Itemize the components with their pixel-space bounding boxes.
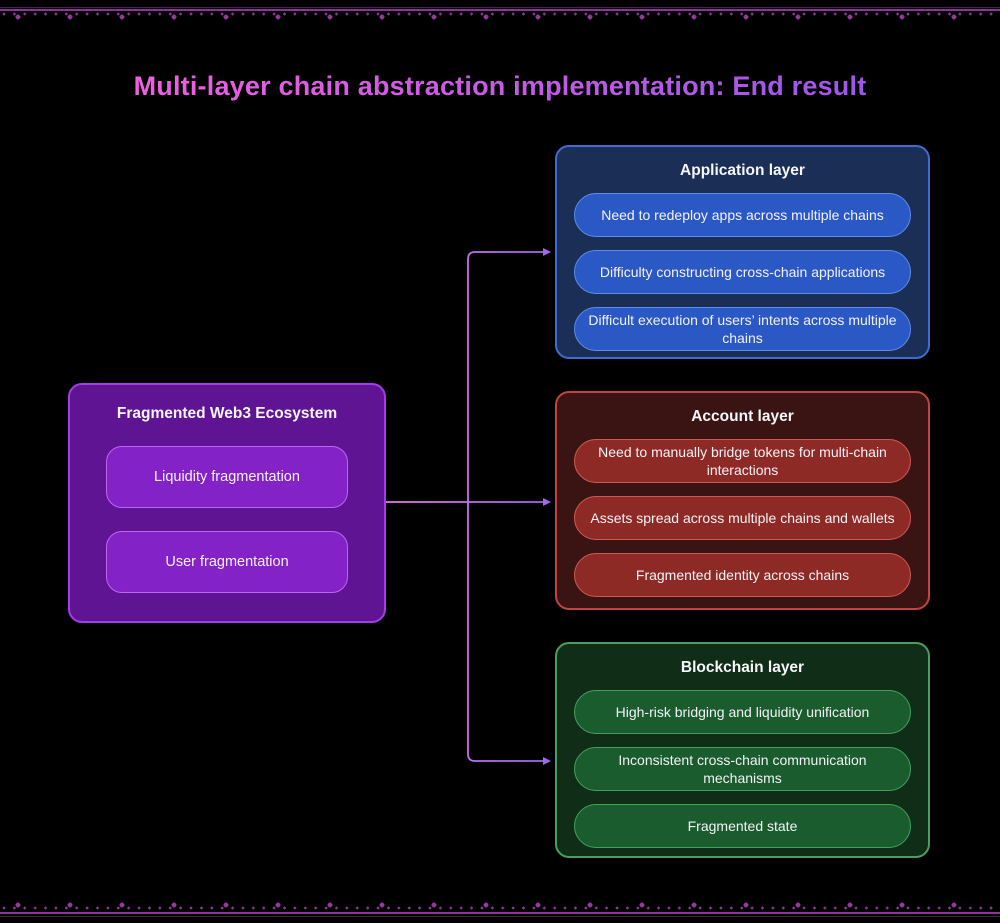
source-item-user-fragmentation: User fragmentation — [106, 531, 348, 593]
account-layer-item: Need to manually bridge tokens for multi… — [574, 439, 911, 483]
blockchain-layer-item: High-risk bridging and liquidity unifica… — [574, 690, 911, 734]
blockchain-layer-title: Blockchain layer — [680, 659, 805, 676]
application-layer-title: Application layer — [680, 162, 805, 179]
bottom-border-dots — [0, 901, 1000, 911]
connector-to-blockchain-layer — [467, 502, 551, 765]
application-layer-item: Difficult execution of users’ intents ac… — [574, 307, 911, 351]
application-layer-box: Application layer Need to redeploy apps … — [555, 145, 930, 359]
blockchain-layer-item: Inconsistent cross-chain communication m… — [574, 747, 911, 791]
top-border-line — [0, 9, 1000, 11]
source-box-fragmented-web3-ecosystem: Fragmented Web3 Ecosystem Liquidity frag… — [68, 383, 386, 623]
top-border-dots — [0, 12, 1000, 22]
application-layer-item: Difficulty constructing cross-chain appl… — [574, 250, 911, 294]
top-border-thin-line — [0, 7, 1000, 8]
account-layer-box: Account layer Need to manually bridge to… — [555, 391, 930, 610]
bottom-border-thin-line — [0, 916, 1000, 917]
account-layer-item: Assets spread across multiple chains and… — [574, 496, 911, 540]
source-box-title: Fragmented Web3 Ecosystem — [116, 405, 338, 422]
application-layer-item: Need to redeploy apps across multiple ch… — [574, 193, 911, 237]
page-title: Multi-layer chain abstraction implementa… — [0, 71, 1000, 102]
connector-to-application-layer — [467, 248, 551, 502]
account-layer-item: Fragmented identity across chains — [574, 553, 911, 597]
blockchain-layer-item: Fragmented state — [574, 804, 911, 848]
account-layer-title: Account layer — [691, 408, 794, 425]
source-item-liquidity-fragmentation: Liquidity fragmentation — [106, 446, 348, 508]
blockchain-layer-box: Blockchain layer High-risk bridging and … — [555, 642, 930, 858]
bottom-border-line — [0, 912, 1000, 914]
